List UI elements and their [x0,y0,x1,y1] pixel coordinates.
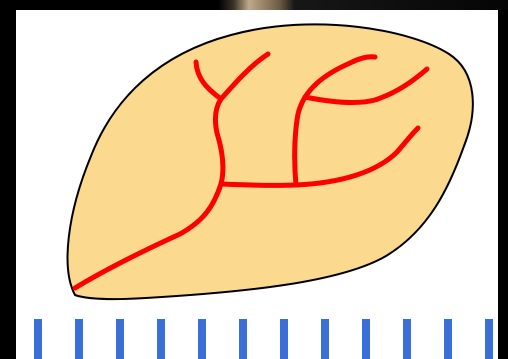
bottom-bar-12 [485,319,493,359]
bottom-bar-9 [362,319,370,359]
bottom-bar-11 [444,319,452,359]
bottom-bar-7 [280,319,288,359]
bottom-bar-10 [403,319,411,359]
bottom-bar-6 [239,319,247,359]
bottom-bar-2 [75,319,83,359]
bottom-bar-3 [116,319,124,359]
bottom-bar-1 [34,319,42,359]
bottom-bar-5 [198,319,206,359]
bottom-bar-8 [321,319,329,359]
bottom-bar-4 [157,319,165,359]
bottom-bars [34,319,493,359]
